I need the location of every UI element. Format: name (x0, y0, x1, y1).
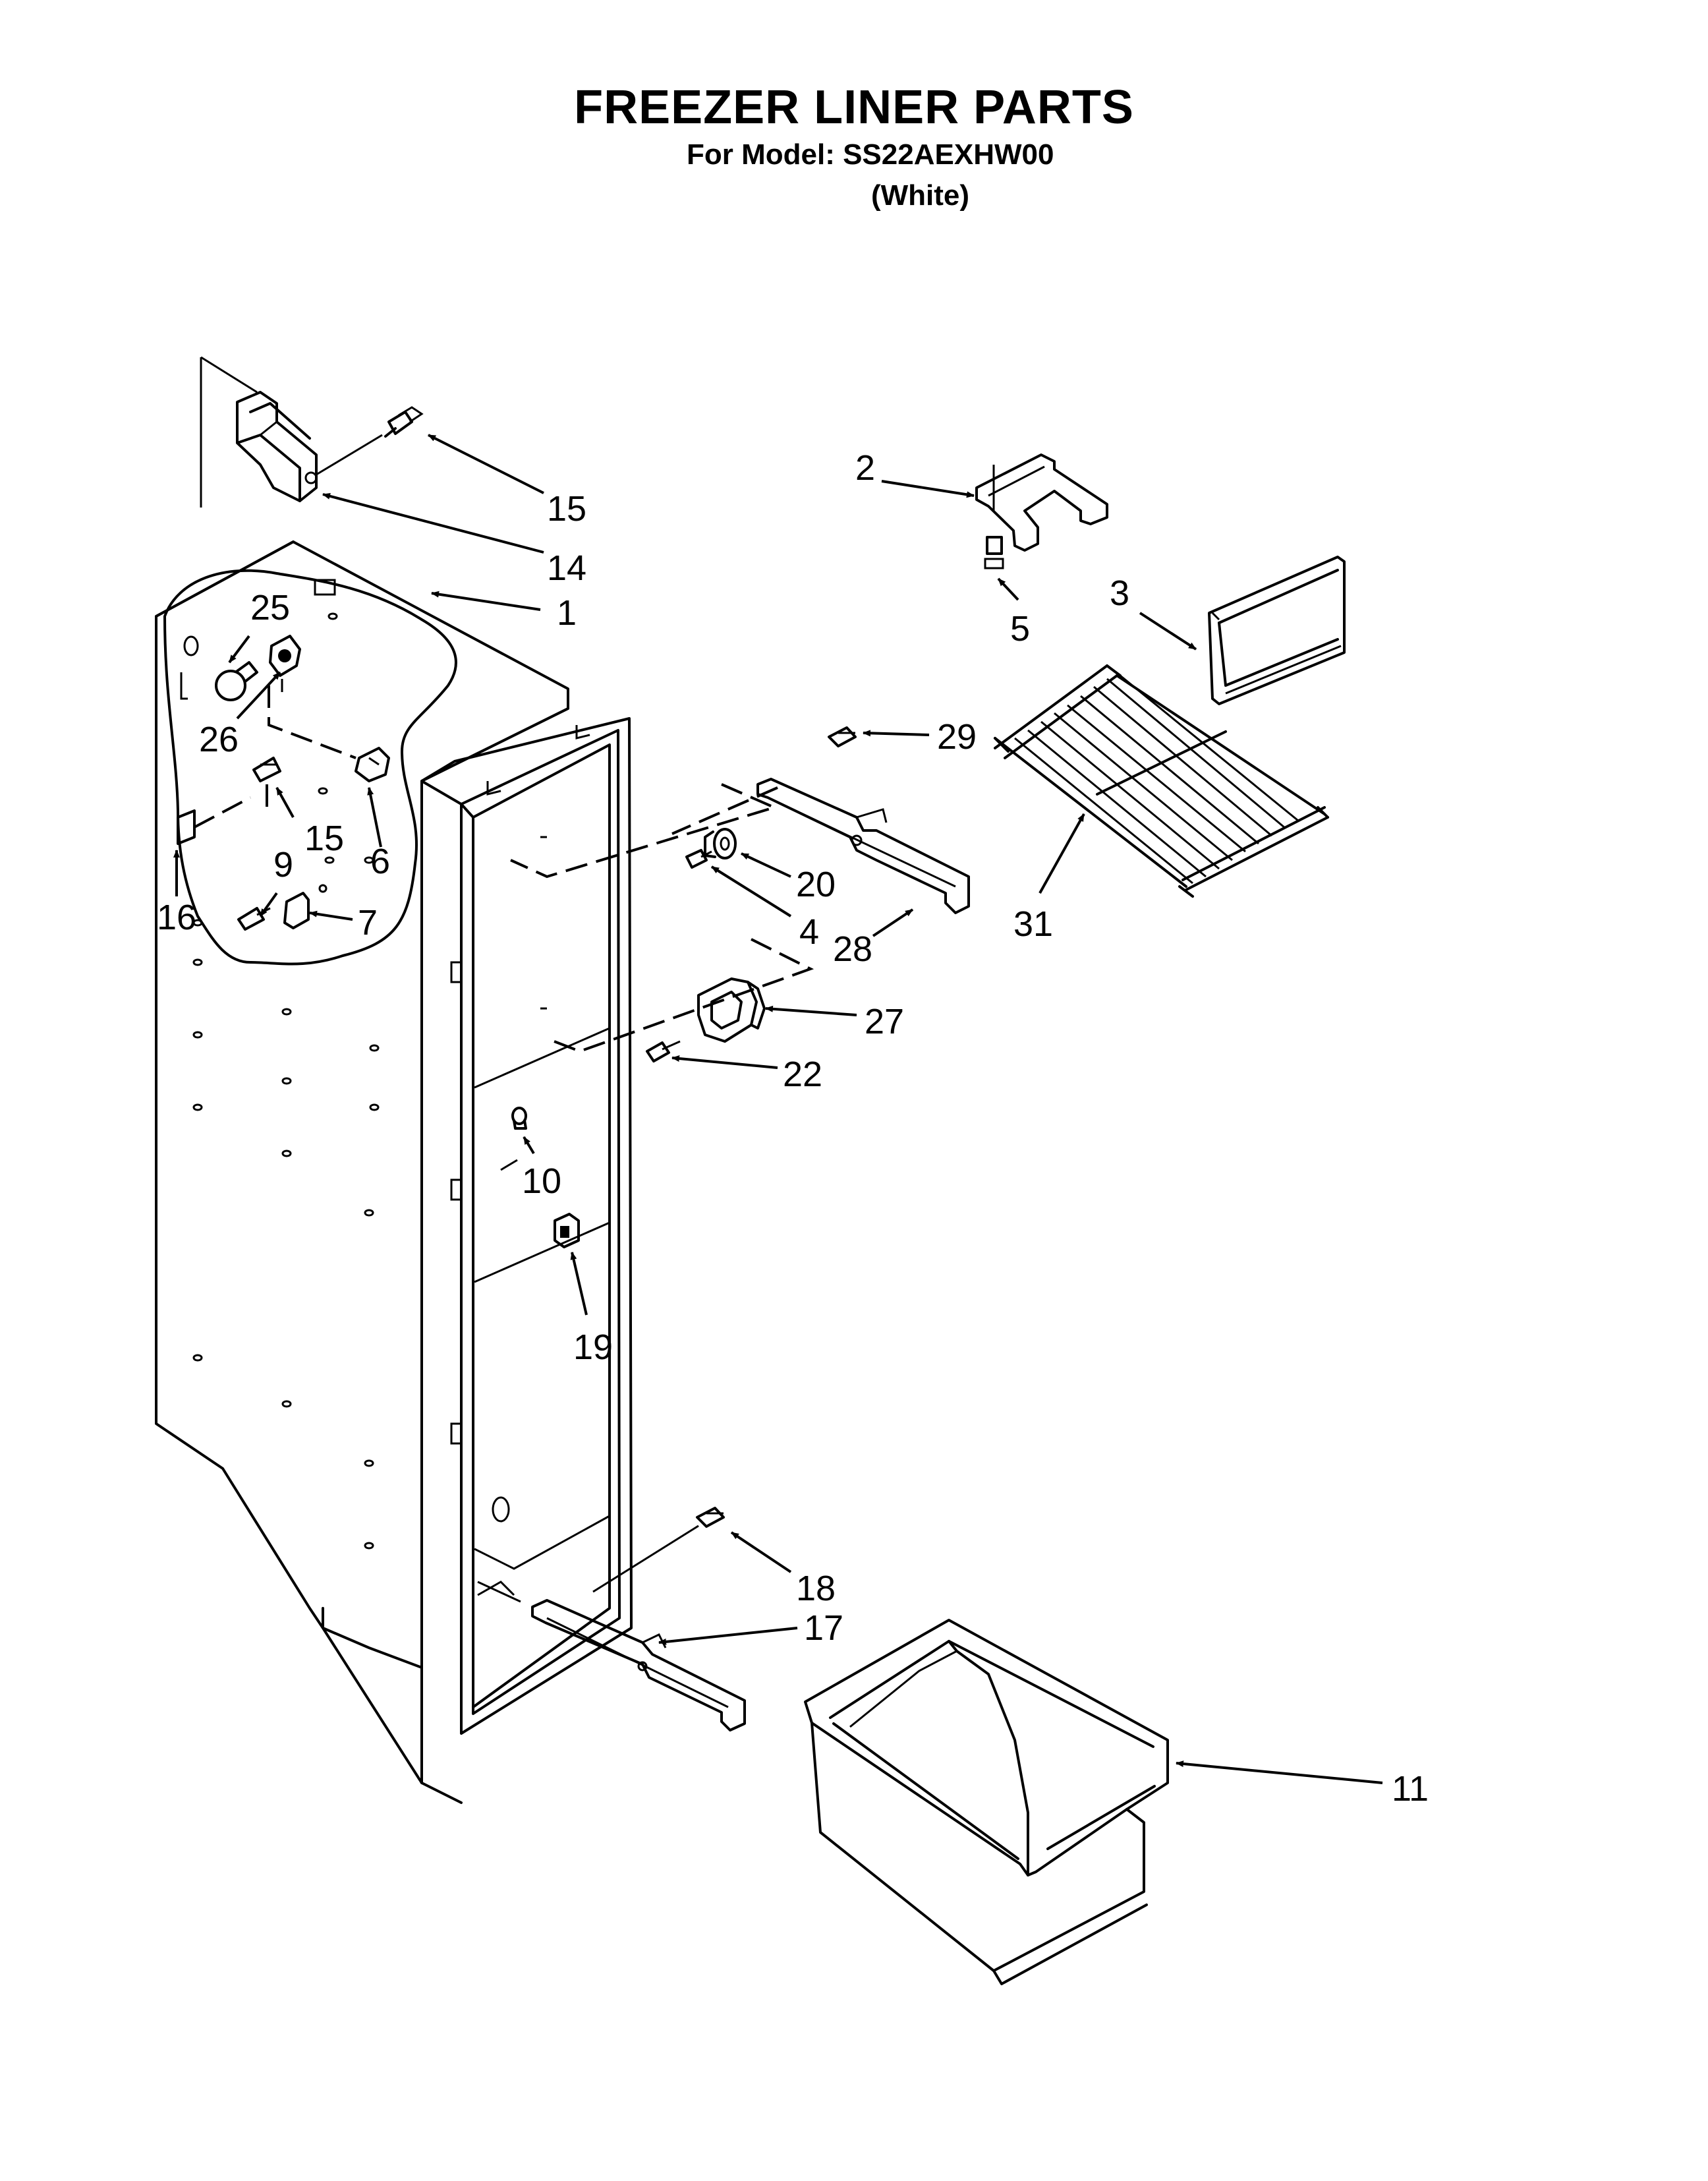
callout-label-1: 1 (557, 593, 577, 633)
switch-part-19 (554, 1213, 580, 1248)
callout-label-15: 15 (304, 819, 344, 858)
plug-part-10 (511, 1107, 527, 1130)
light-socket-part-26 (269, 635, 301, 692)
model-number: For Model: SS22AEXHW00 (687, 138, 1054, 171)
screw-part-5 (984, 536, 1004, 569)
callout-label-16: 16 (157, 898, 196, 937)
screw-part-15b (252, 757, 281, 811)
callout-label-5: 5 (1010, 609, 1030, 649)
leader-arrows (173, 434, 1383, 1784)
light-bulb-part-25 (215, 661, 258, 701)
callout-label-11: 11 (1392, 1769, 1429, 1809)
shelf-cover-part-3 (1208, 556, 1346, 705)
callout-label-10: 10 (522, 1161, 561, 1201)
thermostat-part-7 (283, 884, 327, 929)
shelf-bracket-part-2 (975, 453, 1108, 552)
callout-label-19: 19 (573, 1327, 613, 1367)
wire-shelf-part-31 (994, 664, 1329, 898)
callout-label-27: 27 (865, 1002, 904, 1041)
callout-label-22: 22 (783, 1055, 822, 1094)
clip-part-6 (355, 747, 390, 782)
freezer-liner-part (155, 540, 633, 1804)
callout-label-29: 29 (937, 717, 977, 757)
screw-part-22 (646, 1040, 681, 1062)
callout-label-25: 25 (250, 588, 290, 627)
callout-label-18: 18 (796, 1569, 836, 1608)
screw-part-15a (384, 406, 424, 438)
callout-label-15: 15 (547, 489, 586, 529)
model-color: (White) (871, 179, 970, 212)
callout-label-6: 6 (370, 842, 390, 881)
screw-part-4 (685, 849, 712, 869)
bracket-part-27 (697, 977, 766, 1043)
storage-bin-part-11 (804, 1619, 1169, 1985)
callout-label-7: 7 (358, 903, 378, 943)
bracket-part-16 (177, 796, 251, 845)
liner-mounting-holes (192, 612, 380, 1550)
callout-label-9: 9 (273, 845, 293, 885)
callout-label-17: 17 (804, 1608, 843, 1648)
callout-label-14: 14 (547, 548, 586, 588)
callout-label-31: 31 (1013, 904, 1053, 944)
callout-label-4: 4 (799, 912, 819, 952)
shelf-support-part-20 (704, 828, 737, 859)
callout-label-26: 26 (199, 720, 239, 759)
shelf-rail-part-28 (756, 778, 970, 914)
screw-part-29 (828, 726, 857, 747)
top-hinge-bracket-part (200, 356, 383, 508)
page-title: FREEZER LINER PARTS (574, 81, 1134, 134)
bottom-rail-part-17 (531, 1599, 746, 1731)
callout-label-2: 2 (855, 448, 875, 488)
callout-label-3: 3 (1110, 573, 1129, 613)
callout-label-20: 20 (796, 865, 836, 904)
screw-part-9 (237, 907, 271, 931)
callout-label-28: 28 (833, 929, 872, 969)
screw-part-18 (592, 1507, 725, 1593)
